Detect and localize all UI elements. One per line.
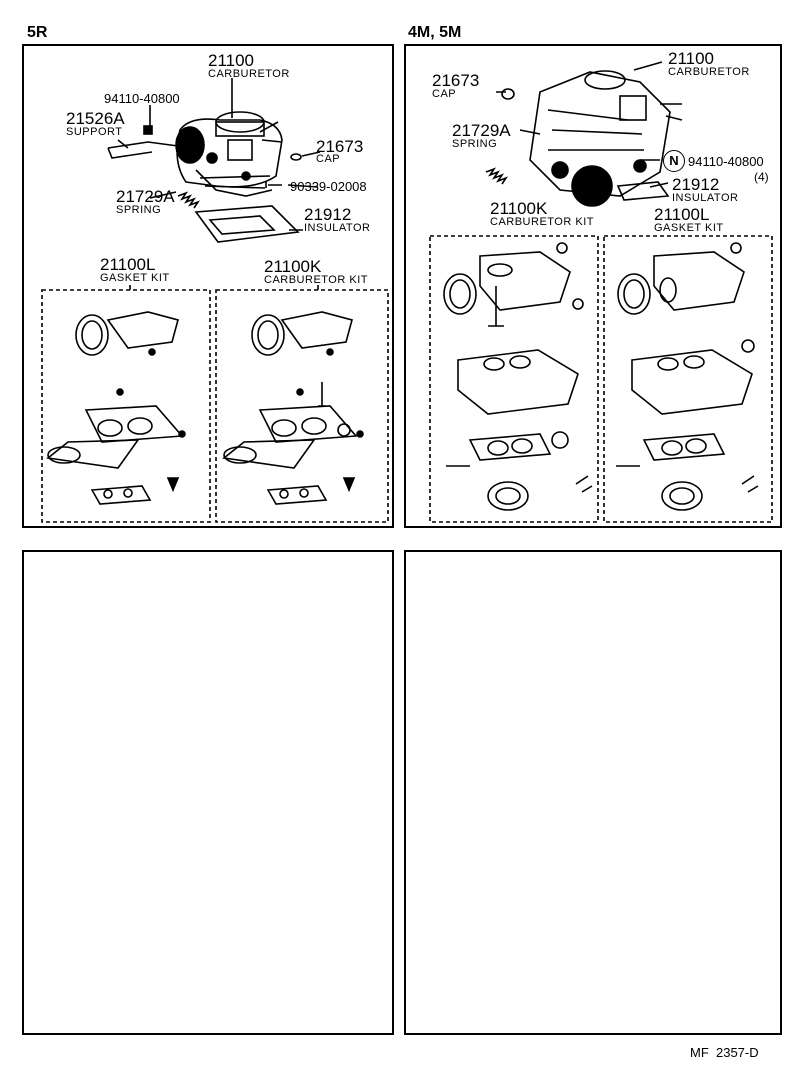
right-insulator-drawing <box>616 181 670 201</box>
left-carburetor-label: CARBURETOR <box>208 68 290 80</box>
left-gasket-kit-number: 21100L <box>100 255 156 274</box>
right-carburetor-label: CARBURETOR <box>668 66 750 78</box>
right-insulator-number: 21912 <box>672 175 720 194</box>
panel-bottom-left <box>22 550 394 1035</box>
header-5r: 5R <box>27 24 48 41</box>
left-spring-number: 21729A <box>116 187 175 206</box>
insulator-drawing <box>194 205 300 243</box>
bolt-drawing <box>143 125 153 135</box>
cap-drawing <box>290 153 302 161</box>
header-4m-5m: 4M, 5M <box>408 24 462 41</box>
left-insulator-number: 21912 <box>304 205 352 224</box>
left-carb-kit-label: CARBURETOR KIT <box>264 274 368 286</box>
right-spring-number: 21729A <box>452 121 511 140</box>
panel-top-left <box>22 44 394 528</box>
right-carburetor-number: 21100 <box>668 49 715 68</box>
left-bolt-number: 94110-40800 <box>104 91 180 106</box>
left-carburetor-kit-drawing <box>222 311 364 505</box>
right-gasket-kit-drawing <box>616 242 759 511</box>
left-gasket-kit-label: GASKET KIT <box>100 272 170 284</box>
right-cap-number: 21673 <box>432 71 480 90</box>
left-support-label: SUPPORT <box>66 126 123 138</box>
left-cap-number: 21673 <box>316 137 364 156</box>
left-insulator-label: INSULATOR <box>304 222 371 234</box>
right-cap-label: CAP <box>432 88 457 100</box>
right-nut-quantity: (4) <box>754 170 769 184</box>
panel-top-right <box>404 44 782 528</box>
right-carburetor-kit-drawing <box>443 242 593 511</box>
left-support-number: 21526A <box>66 109 125 128</box>
left-carburetor-number: 21100 <box>208 51 255 70</box>
left-gasket-kit-drawing <box>46 311 186 505</box>
right-carb-kit-number: 21100K <box>490 199 548 218</box>
right-carb-kit-label: CARBURETOR KIT <box>490 216 594 228</box>
right-spring-drawing <box>485 167 509 185</box>
panel-bottom-right <box>404 550 782 1035</box>
left-carb-kit-number: 21100K <box>264 257 322 276</box>
spring-drawing <box>177 191 201 209</box>
right-nut-number: 94110-40800 <box>688 154 764 169</box>
support-bracket-drawing <box>107 141 199 159</box>
screw-drawing <box>265 182 282 188</box>
footer-code: MF 2357-D <box>690 1045 759 1060</box>
right-insulator-label: INSULATOR <box>672 192 739 204</box>
left-cap-label: CAP <box>316 153 341 165</box>
right-spring-label: SPRING <box>452 138 498 150</box>
left-spring-label: SPRING <box>116 204 162 216</box>
right-cap-drawing <box>501 88 515 100</box>
right-gasket-kit-label: GASKET KIT <box>654 222 724 234</box>
left-carburetor-drawing <box>175 111 283 197</box>
right-gasket-kit-number: 21100L <box>654 205 710 224</box>
new-part-mark: N <box>663 150 685 172</box>
right-carburetor-drawing <box>529 70 683 207</box>
left-screw-number: 90339-02008 <box>290 179 367 194</box>
